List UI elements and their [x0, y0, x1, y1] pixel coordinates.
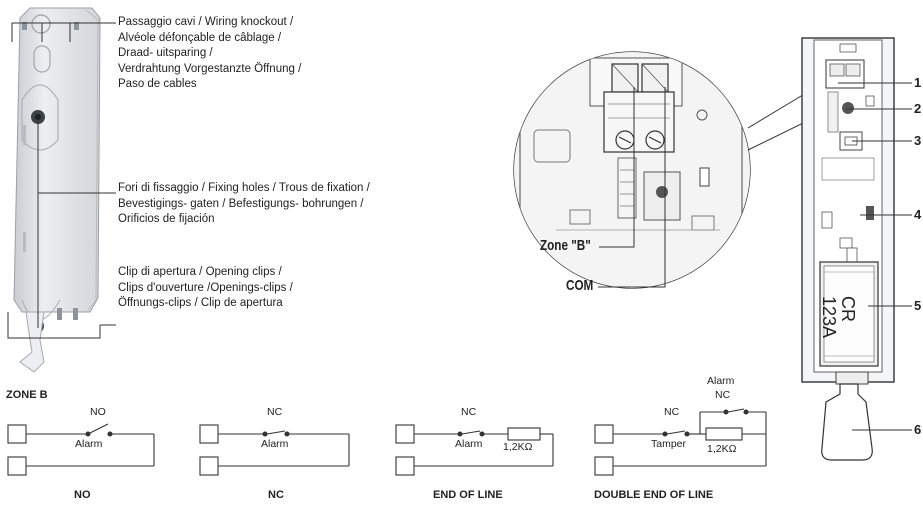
right-leader-lines [838, 82, 912, 431]
sensor-housing-back [13, 7, 101, 373]
wiring-diagrams [7, 408, 767, 476]
wiring-knockout-line-5: Paso de cables [118, 78, 197, 90]
fixing-holes-line-2: Bevestigings- gaten / Befestigungs- bohr… [118, 197, 364, 210]
left-leader-lines [7, 22, 116, 339]
nc-alarm-label: Alarm [261, 438, 289, 450]
deol-contact-label: NC [664, 406, 680, 418]
part-number-1: 1 [914, 75, 922, 90]
wiring-knockout-line-3: Draad- uitsparing / [118, 47, 213, 59]
battery-model: 123A [819, 296, 839, 338]
no-diagram-title: NO [74, 489, 91, 501]
part-number-6: 6 [914, 422, 922, 437]
eol-resistor-label: 1,2KΩ [503, 441, 533, 453]
part-number-4: 4 [914, 207, 922, 222]
terminal-zoom [513, 51, 751, 289]
nc-diagram-title: NC [268, 489, 284, 501]
opening-clips-line-3: Öffnungs-clips / Clip de apertura [118, 297, 283, 309]
detector-open-view: CR 123A [801, 37, 895, 461]
deol-resistor-label: 1,2KΩ [707, 443, 737, 455]
fixing-holes-label: Fori di fissaggio / Fixing holes / Trous… [118, 181, 370, 228]
opening-clips-label: Clip di apertura / Opening clips / Clips… [118, 265, 293, 312]
wiring-knockout-line-2: Alvéole défonçable de câblage / [118, 31, 282, 44]
part-number-3: 3 [914, 133, 922, 148]
wiring-knockout-line-4: Verdrahtung Vorgestanzte Öffnung / [118, 62, 302, 75]
nc-contact-label: NC [267, 406, 283, 418]
battery-label: CR [838, 296, 858, 322]
fixing-holes-line-3: Orificios de fijación [118, 213, 215, 225]
zone-b-terminal-label: Zone "B" [540, 237, 591, 254]
deol-tamper-label: Tamper [651, 438, 687, 450]
com-terminal-label: COM [566, 277, 594, 294]
eol-contact-label: NC [461, 406, 477, 418]
no-alarm-label: Alarm [75, 438, 103, 450]
deol-diagram-title: DOUBLE END OF LINE [594, 489, 714, 501]
deol-alarm-label: Alarm [707, 375, 735, 387]
wiring-knockout-label: Passaggio cavi / Wiring knockout / Alvéo… [118, 15, 301, 93]
part-number-5: 5 [914, 298, 922, 313]
eol-alarm-label: Alarm [455, 438, 483, 450]
wiring-knockout-line-1: Passaggio cavi / Wiring knockout / [118, 16, 294, 28]
part-number-2: 2 [914, 101, 922, 116]
deol-alarm-contact-label: NC [715, 389, 731, 401]
no-contact-label: NO [90, 406, 106, 418]
eol-diagram-title: END OF LINE [433, 489, 503, 501]
opening-clips-line-1: Clip di apertura / Opening clips / [118, 266, 282, 278]
zone-b-heading: ZONE B [6, 389, 48, 401]
fixing-holes-line-1: Fori di fissaggio / Fixing holes / Trous… [118, 182, 370, 194]
terminal-leader-lines [598, 87, 666, 288]
opening-clips-line-2: Clips d'ouverture /Openings-clips / [118, 281, 293, 294]
